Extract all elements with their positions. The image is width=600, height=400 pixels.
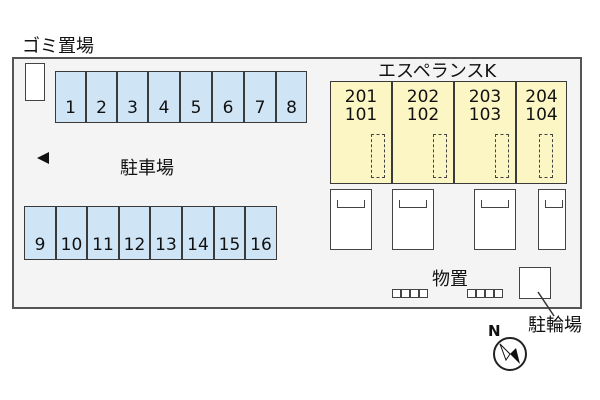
storage-unit xyxy=(410,289,419,298)
storage-label: 物置 xyxy=(432,269,468,290)
parking-space: 5 xyxy=(180,71,212,123)
compass-icon xyxy=(493,337,527,371)
parking-space: 4 xyxy=(148,71,180,123)
parking-space: 14 xyxy=(182,206,214,260)
unit-entrance xyxy=(371,134,385,178)
unit-entrance xyxy=(495,134,509,178)
unit-porch xyxy=(474,189,516,250)
apartment-unit: 202 102 xyxy=(392,81,454,184)
parking-space: 6 xyxy=(212,71,244,123)
unit-entrance xyxy=(433,134,447,178)
unit-number-upper: 204 xyxy=(525,87,558,107)
apartment-unit: 203 103 xyxy=(454,81,516,184)
parking-space: 16 xyxy=(245,206,277,260)
bicycle-parking-box xyxy=(519,267,551,299)
left-arrow-icon xyxy=(37,152,49,164)
parking-space: 12 xyxy=(119,206,150,260)
parking-space: 3 xyxy=(117,71,148,123)
garbage-area-label: ゴミ置場 xyxy=(22,36,94,57)
building-name: エスペランスK xyxy=(378,61,497,82)
storage-unit xyxy=(467,289,476,298)
leader-line xyxy=(537,291,555,317)
parking-space: 9 xyxy=(24,206,56,260)
parking-space: 10 xyxy=(56,206,87,260)
storage-unit xyxy=(419,289,428,298)
storage-unit xyxy=(401,289,410,298)
unit-number-lower: 104 xyxy=(525,105,558,125)
parking-space: 1 xyxy=(55,71,86,123)
unit-number-upper: 201 xyxy=(344,87,378,107)
parking-space: 8 xyxy=(276,71,307,123)
parking-space: 13 xyxy=(150,206,182,260)
unit-number-lower: 103 xyxy=(468,105,502,125)
unit-entrance xyxy=(539,134,553,178)
north-label: N xyxy=(488,322,501,340)
bicycle-parking-label: 駐輪場 xyxy=(528,315,582,336)
unit-number-upper: 203 xyxy=(468,87,502,107)
storage-unit xyxy=(485,289,494,298)
parking-space: 15 xyxy=(214,206,245,260)
parking-label: 駐車場 xyxy=(120,158,174,179)
storage-unit xyxy=(392,289,401,298)
parking-space: 11 xyxy=(87,206,119,260)
garbage-box xyxy=(25,63,45,101)
apartment-unit: 204 104 xyxy=(516,81,567,184)
unit-number-lower: 102 xyxy=(406,105,440,125)
storage-unit xyxy=(494,289,503,298)
unit-porch xyxy=(538,189,566,250)
unit-number-lower: 101 xyxy=(344,105,378,125)
parking-space: 2 xyxy=(86,71,117,123)
parking-space: 7 xyxy=(244,71,276,123)
unit-number-upper: 202 xyxy=(406,87,440,107)
storage-unit xyxy=(476,289,485,298)
apartment-unit: 201 101 xyxy=(330,81,392,184)
unit-porch xyxy=(392,189,434,250)
unit-porch xyxy=(330,189,372,250)
